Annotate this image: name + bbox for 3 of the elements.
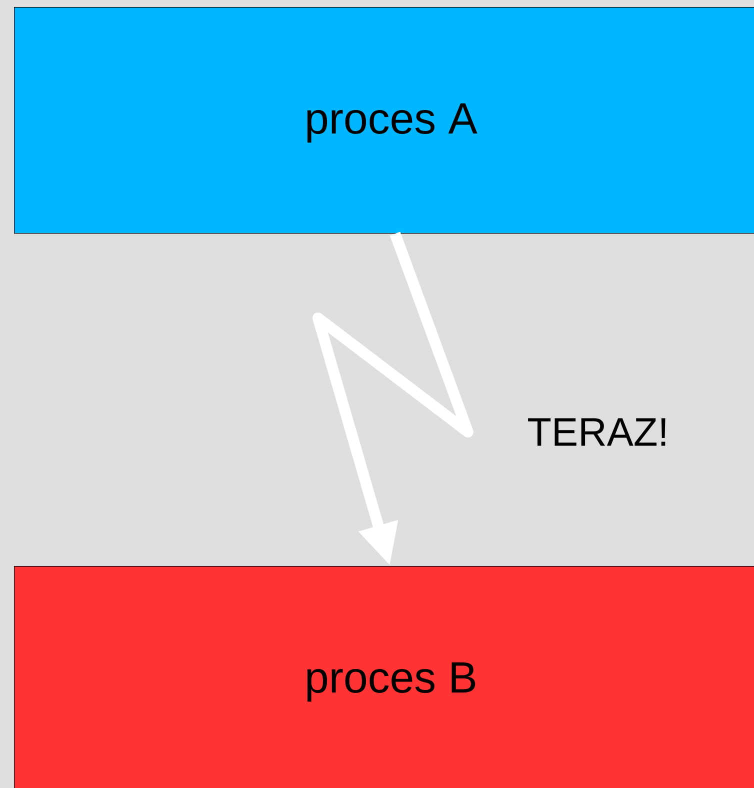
process-box: proces A [14,7,754,234]
process-box: proces B [14,566,754,788]
edge-label: TERAZ! [528,418,666,446]
